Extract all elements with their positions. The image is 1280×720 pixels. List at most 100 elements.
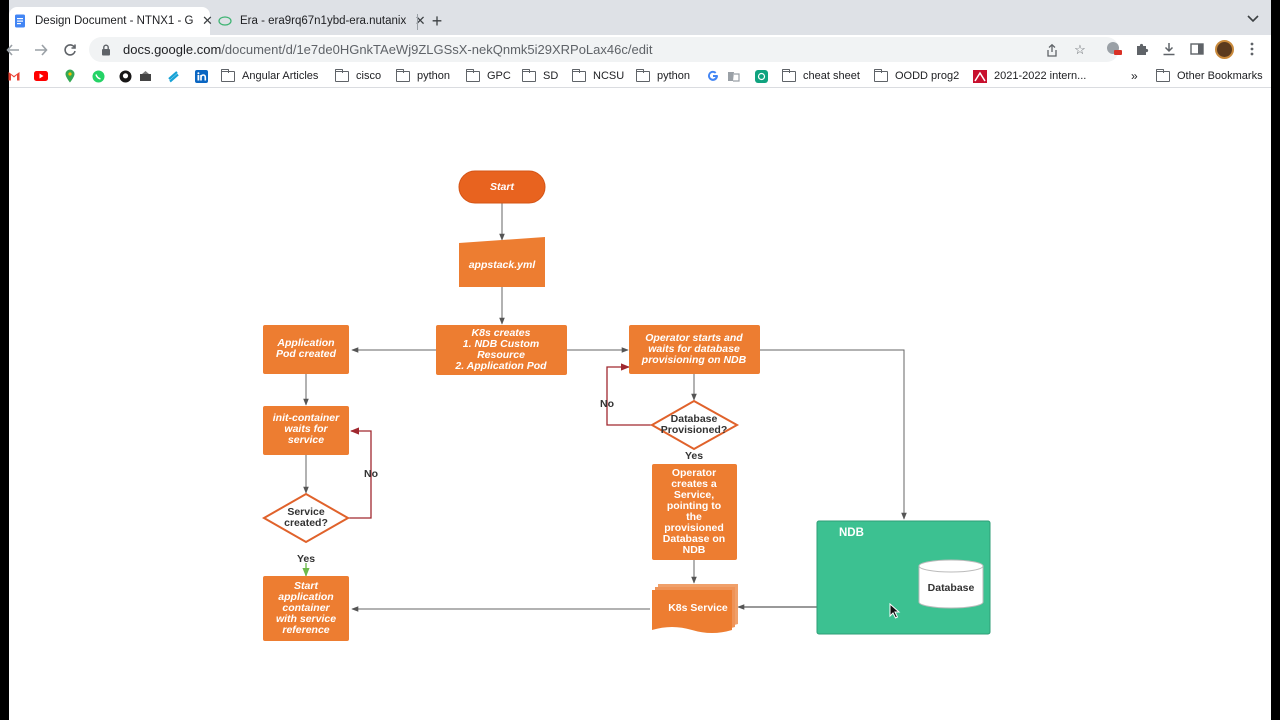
bookmark-google[interactable] [706, 68, 727, 84]
k8s-creates-line: K8s creates [472, 327, 531, 339]
bookmark-folder-cisco[interactable]: cisco [334, 68, 382, 84]
bookmark-internships[interactable]: 2021-2022 intern... [973, 68, 1086, 84]
k8s-service-node: K8s Service [652, 584, 738, 633]
profile-avatar[interactable] [1215, 40, 1234, 59]
tab-era[interactable]: Era - era9rq67n1ybd-era.nutanix ✕ [214, 7, 426, 35]
bookmark-label: OODD prog2 [895, 70, 960, 82]
bookmark-label: SD [543, 70, 559, 82]
site-icon [973, 69, 987, 83]
url-text: docs.google.com/document/d/1e7de0HGnkTAe… [123, 42, 652, 57]
bookmark-extension[interactable] [138, 68, 159, 84]
bookmark-github[interactable] [118, 68, 139, 84]
google-icon [706, 69, 720, 83]
init-container-line: init-container [273, 412, 340, 424]
flowchart-diagram: Start appstack.yml K8s creates 1. NDB Cu… [261, 170, 991, 641]
back-icon[interactable] [3, 40, 23, 60]
toolbar: docs.google.com/document/d/1e7de0HGnkTAe… [6, 35, 1271, 64]
init-container-node: init-container waits for service [263, 406, 349, 455]
operator-creates-line: NDB [683, 544, 706, 556]
side-panel-icon[interactable] [1188, 40, 1206, 58]
bookmark-stack[interactable] [166, 68, 187, 84]
folder-icon [465, 68, 480, 83]
url-path: /document/d/1e7de0HGnkTAeWj9ZLGSsX-nekQn… [221, 42, 653, 57]
bookmarks-bar: Angular Articles cisco python GPC SD NCS… [7, 64, 1271, 88]
app-pod-created-node: Application Pod created [263, 325, 349, 374]
operator-creates-line: Service, [674, 489, 714, 501]
app-pod-line: Application [276, 337, 334, 349]
folder-icon [334, 68, 349, 83]
bookmark-folder-ncsu[interactable]: NCSU [571, 68, 625, 84]
document-content[interactable]: Start appstack.yml K8s creates 1. NDB Cu… [9, 89, 1271, 720]
other-bookmarks[interactable]: Other Bookmarks [1155, 68, 1263, 84]
folder-icon [571, 68, 586, 83]
bookmark-folder-python[interactable]: python [395, 68, 451, 84]
bookmark-folder-sd[interactable]: SD [521, 68, 559, 84]
star-icon[interactable]: ☆ [1074, 42, 1086, 57]
start-app-container-node: Start application container with service… [263, 576, 349, 641]
puzzle-icon[interactable] [1133, 40, 1151, 58]
start-node: Start [458, 170, 546, 204]
start-app-line: application [278, 591, 333, 603]
tab-separator [417, 14, 418, 30]
bookmark-whatsapp[interactable] [91, 68, 112, 84]
bookmark-translate[interactable] [726, 68, 747, 84]
bookmark-gmail[interactable] [7, 68, 28, 84]
download-icon[interactable] [1160, 40, 1178, 58]
yes-label-left: Yes [297, 553, 315, 565]
bookmark-folder-angular-articles[interactable]: Angular Articles [220, 68, 318, 84]
start-label: Start [490, 181, 514, 193]
k8s-creates-node: K8s creates 1. NDB Custom Resource 2. Ap… [436, 325, 567, 375]
maps-icon [63, 69, 77, 83]
operator-starts-line: waits for database [648, 343, 740, 355]
bookmark-folder-gpc[interactable]: GPC [465, 68, 511, 84]
folder-icon [220, 68, 235, 83]
no-label-right: No [600, 398, 614, 410]
tab-title: Design Document - NTNX1 - G [35, 15, 194, 27]
more-menu-icon[interactable] [1243, 40, 1261, 58]
bookmark-linkedin[interactable] [194, 68, 215, 84]
extension-icon [138, 69, 152, 83]
database-cylinder-icon: Database [918, 559, 984, 609]
bookmark-folder-cheat-sheet[interactable]: cheat sheet [781, 68, 860, 84]
chevron-down-icon[interactable] [1245, 11, 1261, 27]
share-icon[interactable] [1044, 42, 1060, 58]
bookmark-youtube[interactable] [34, 68, 55, 84]
folder-icon [781, 68, 796, 83]
operator-starts-node: Operator starts and waits for database p… [629, 325, 760, 374]
tab-title: Era - era9rq67n1ybd-era.nutanix [240, 15, 407, 27]
bookmark-label: cisco [356, 70, 382, 82]
operator-starts-line: provisioning on NDB [641, 354, 747, 366]
bookmark-folder-python-2[interactable]: python [635, 68, 690, 84]
github-icon [118, 69, 132, 83]
forward-icon[interactable] [31, 40, 51, 60]
new-tab-icon[interactable]: + [431, 10, 443, 31]
init-container-line: waits for [284, 423, 328, 435]
bookmarks-overflow-button[interactable]: » [1131, 69, 1138, 83]
lock-icon[interactable] [99, 43, 113, 57]
mouse-cursor-icon [889, 602, 901, 619]
bookmark-openai[interactable] [754, 68, 775, 84]
extension-cloud-icon[interactable] [1105, 40, 1123, 58]
service-created-line: created? [284, 517, 328, 529]
arrow-service-no-loop [348, 427, 372, 519]
close-tab-icon[interactable]: ✕ [202, 13, 213, 28]
ndb-label: NDB [839, 527, 864, 539]
folder-icon [635, 68, 650, 83]
address-bar[interactable]: docs.google.com/document/d/1e7de0HGnkTAe… [89, 37, 1119, 62]
stack-icon [166, 69, 180, 83]
database-label: Database [928, 582, 975, 594]
bookmark-label: cheat sheet [803, 70, 860, 82]
tab-design-document[interactable]: Design Document - NTNX1 - G ✕ [9, 7, 213, 35]
openai-icon [754, 69, 768, 83]
close-tab-icon[interactable]: ✕ [414, 13, 426, 28]
folder-icon [395, 68, 410, 83]
bookmark-maps[interactable] [63, 68, 84, 84]
bookmark-folder-oodd-prog2[interactable]: OODD prog2 [873, 68, 960, 84]
app-pod-line: Pod created [276, 348, 337, 360]
reload-icon[interactable] [60, 40, 80, 60]
appstack-label: appstack.yml [469, 259, 537, 271]
bookmark-label: NCSU [593, 70, 625, 82]
google-docs-icon [13, 14, 27, 28]
bookmark-label: python [417, 70, 451, 82]
